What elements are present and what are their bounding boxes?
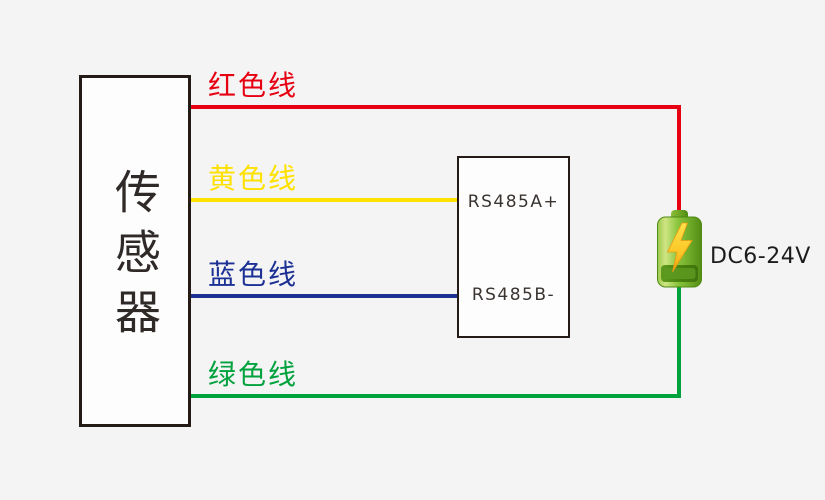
green-wire-vertical	[677, 282, 681, 398]
red-wire-label: 红色线	[208, 69, 299, 102]
green-wire-horizontal	[191, 394, 681, 398]
power-rating-label: DC6-24V	[710, 244, 811, 269]
yellow-wire-label: 黄色线	[208, 162, 299, 195]
lightning-bolt-icon	[666, 222, 693, 273]
sensor-label: 传感器	[108, 168, 162, 348]
rs485-terminal-b: RS485B-	[471, 285, 556, 305]
battery-band-inner	[663, 268, 696, 279]
blue-wire-label: 蓝色线	[208, 258, 299, 291]
red-wire-horizontal	[191, 105, 681, 109]
red-wire-vertical	[677, 105, 681, 217]
yellow-wire	[191, 198, 457, 202]
green-wire-label: 绿色线	[208, 358, 299, 391]
rs485-box: RS485A+ RS485B-	[457, 156, 570, 338]
blue-wire	[191, 294, 457, 298]
rs485-terminal-a: RS485A+	[467, 192, 560, 212]
sensor-box: 传感器	[79, 75, 191, 427]
battery-icon	[657, 210, 702, 288]
